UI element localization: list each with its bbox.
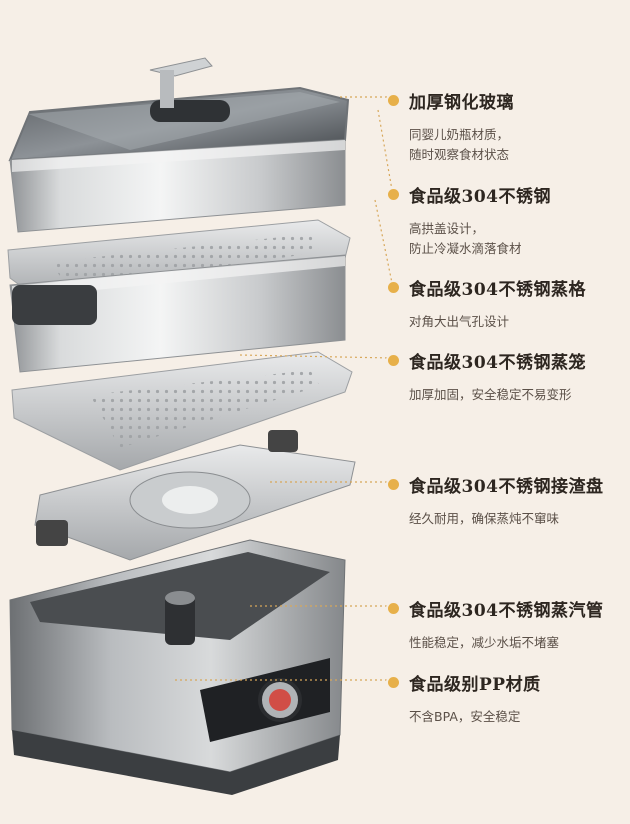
bullet-dot	[388, 677, 399, 688]
bullet-dot	[388, 282, 399, 293]
glass-lid	[8, 57, 350, 162]
feature-steam-grid: 食品级304不锈钢蒸格 对角大出气孔设计	[388, 275, 628, 332]
feature-description: 经久耐用，确保蒸炖不窜味	[409, 509, 628, 529]
bullet-dot	[388, 355, 399, 366]
steaming-grid-2	[11, 351, 353, 471]
bullet-dot	[388, 603, 399, 614]
desc-line: 高拱盖设计，	[409, 221, 485, 236]
callout-lines	[175, 96, 393, 681]
feature-title: 食品级304不锈钢蒸汽管	[409, 601, 604, 621]
feature-description: 对角大出气孔设计	[409, 312, 628, 332]
feature-description: 同婴儿奶瓶材质， 随时观察食材状态	[409, 125, 628, 165]
drip-tray	[34, 430, 356, 561]
feature-description: 性能稳定，减少水垢不堵塞	[409, 633, 628, 653]
feature-steam-basket: 食品级304不锈钢蒸笼 加厚加固，安全稳定不易变形	[388, 348, 628, 405]
feature-pp-material: 食品级别PP材质 不含BPA，安全稳定	[388, 670, 628, 727]
desc-line: 防止冷凝水滴落食材	[409, 241, 522, 256]
middle-basket	[9, 254, 346, 373]
feature-304-steel: 食品级304不锈钢 高拱盖设计， 防止冷凝水滴落食材	[388, 182, 628, 259]
desc-line: 经久耐用，确保蒸炖不窜味	[409, 511, 560, 526]
top-pot	[9, 139, 346, 233]
feature-steam-pipe: 食品级304不锈钢蒸汽管 性能稳定，减少水垢不堵塞	[388, 596, 628, 653]
feature-description: 不含BPA，安全稳定	[409, 707, 628, 727]
feature-title: 食品级304不锈钢蒸笼	[409, 353, 586, 373]
feature-title: 食品级304不锈钢接渣盘	[409, 477, 604, 497]
feature-drip-tray: 食品级304不锈钢接渣盘 经久耐用，确保蒸炖不窜味	[388, 472, 628, 529]
desc-line: 对角大出气孔设计	[409, 314, 510, 329]
base-unit	[9, 539, 346, 795]
bullet-dot	[388, 479, 399, 490]
feature-description: 高拱盖设计， 防止冷凝水滴落食材	[409, 219, 628, 259]
desc-line: 不含BPA，安全稳定	[409, 709, 521, 724]
feature-title: 食品级304不锈钢蒸格	[409, 280, 586, 300]
desc-line: 加厚加固，安全稳定不易变形	[409, 387, 572, 402]
feature-description: 加厚加固，安全稳定不易变形	[409, 385, 628, 405]
feature-title: 食品级别PP材质	[409, 675, 541, 695]
desc-line: 性能稳定，减少水垢不堵塞	[409, 635, 560, 650]
desc-line: 随时观察食材状态	[409, 147, 510, 162]
bullet-dot	[388, 95, 399, 106]
feature-title: 加厚钢化玻璃	[409, 93, 514, 113]
bullet-dot	[388, 189, 399, 200]
desc-line: 同婴儿奶瓶材质，	[409, 127, 510, 142]
feature-tempered-glass: 加厚钢化玻璃 同婴儿奶瓶材质， 随时观察食材状态	[388, 88, 628, 165]
feature-title: 食品级304不锈钢	[409, 187, 551, 207]
